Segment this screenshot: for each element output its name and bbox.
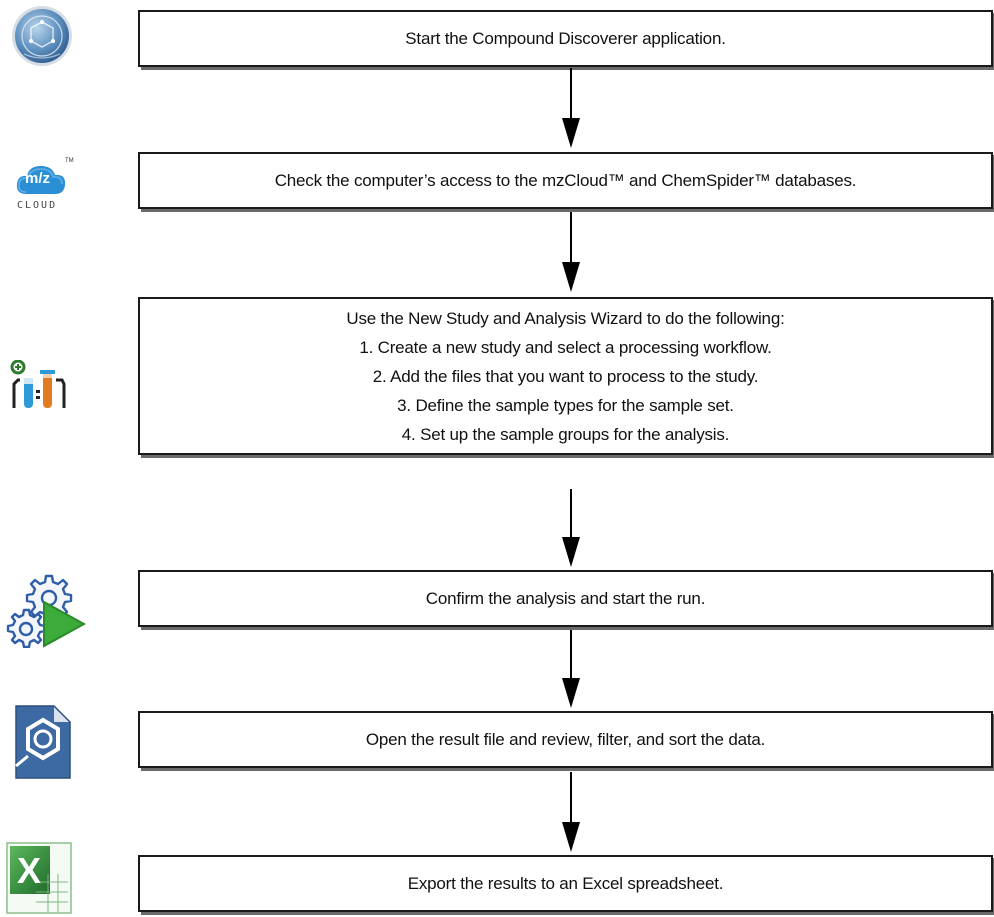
flow-arrow-3: [562, 489, 580, 567]
step-box-2: Check the computer’s access to the mzClo…: [138, 152, 993, 209]
step-box-1: Start the Compound Discoverer applicatio…: [138, 10, 993, 67]
step-4-text: Confirm the analysis and start the run.: [425, 589, 706, 608]
mzcloud-icon: m/z TM CLOUD: [8, 158, 74, 216]
cloud-shape-icon: [16, 166, 66, 194]
excel-sheet-icon: [6, 842, 72, 914]
compound-discoverer-logo-icon: [12, 6, 72, 66]
step-1-text: Start the Compound Discoverer applicatio…: [405, 29, 726, 48]
step-3-item-3: 3. Define the sample types for the sampl…: [397, 395, 734, 415]
result-file-icon: [15, 705, 71, 779]
flow-arrow-2: [562, 212, 580, 292]
step-2-text: Check the computer’s access to the mzClo…: [274, 171, 857, 190]
mzcloud-label: CLOUD: [17, 200, 58, 211]
step-6-text: Export the results to an Excel spreadshe…: [407, 874, 724, 893]
step-3-item-1: 1. Create a new study and select a proce…: [359, 337, 772, 357]
flow-arrow-4: [562, 630, 580, 708]
step-box-5: Open the result file and review, filter,…: [138, 711, 993, 768]
run-analysis-icon: [6, 574, 86, 648]
mzcloud-tm: TM: [65, 158, 74, 164]
flow-arrow-1: [562, 68, 580, 148]
step-box-6: Export the results to an Excel spreadshe…: [138, 855, 993, 912]
step-box-3: Use the New Study and Analysis Wizard to…: [138, 297, 993, 455]
mzcloud-text: m/z: [25, 170, 51, 187]
step-5-text: Open the result file and review, filter,…: [365, 730, 766, 749]
flow-arrow-5: [562, 772, 580, 852]
excel-letter: X: [17, 850, 42, 891]
step-box-4: Confirm the analysis and start the run.: [138, 570, 993, 627]
study-wizard-icon: [10, 360, 66, 408]
step-3-item-4: 4. Set up the sample groups for the anal…: [401, 424, 730, 444]
step-3-item-2: 2. Add the files that you want to proces…: [372, 366, 759, 386]
excel-icon: X: [6, 842, 72, 914]
step-3-heading: Use the New Study and Analysis Wizard to…: [346, 308, 785, 328]
